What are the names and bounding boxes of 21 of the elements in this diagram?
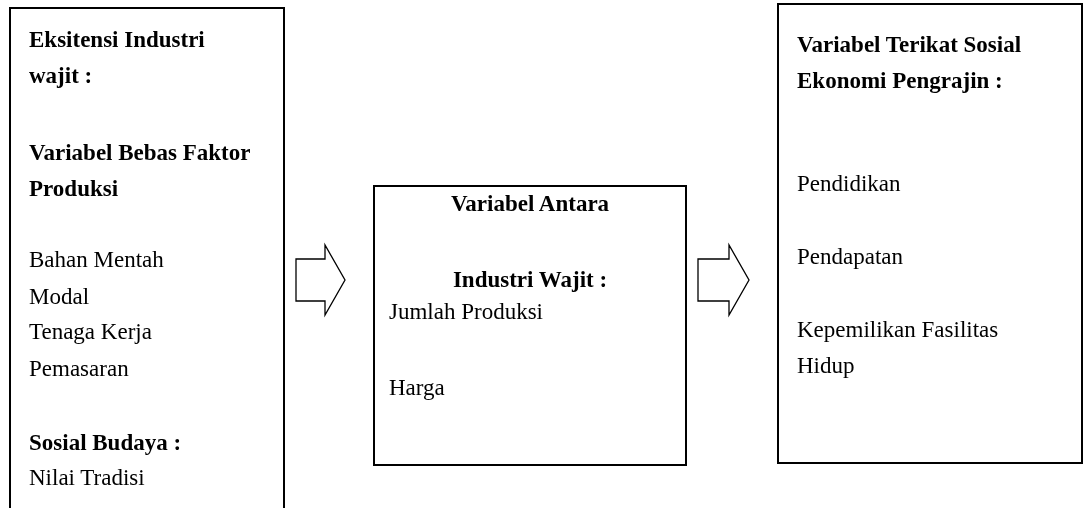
- item-text: Modal: [29, 283, 91, 311]
- heading-text: Sosial Budaya :: [29, 429, 183, 457]
- item-text: Kepemilikan Fasilitas Hidup: [797, 316, 1000, 380]
- item-text: Jumlah Produksi: [389, 298, 544, 326]
- heading-text: Variabel Antara: [449, 190, 611, 218]
- block-arrow: [697, 242, 750, 318]
- block-arrow: [295, 242, 346, 318]
- item-text: Pendidikan: [797, 170, 902, 198]
- item-text: Harga: [389, 374, 446, 402]
- process-box: [777, 3, 1083, 464]
- item-text: Nilai Tradisi: [29, 464, 146, 492]
- item-text: Pendapatan: [797, 243, 904, 271]
- item-text: Pemasaran: [29, 355, 130, 383]
- process-box: [9, 7, 285, 508]
- heading-text: Variabel Bebas Faktor Produksi: [29, 139, 252, 203]
- item-text: Bahan Mentah: [29, 246, 165, 274]
- item-text: Tenaga Kerja: [29, 318, 153, 346]
- heading-text: Eksitensi Industri wajit :: [29, 26, 206, 90]
- heading-text: Variabel Terikat Sosial Ekonomi Pengrajin :: [797, 31, 1023, 95]
- process-box: [373, 185, 687, 466]
- heading-text: Industri Wajit :: [451, 266, 609, 294]
